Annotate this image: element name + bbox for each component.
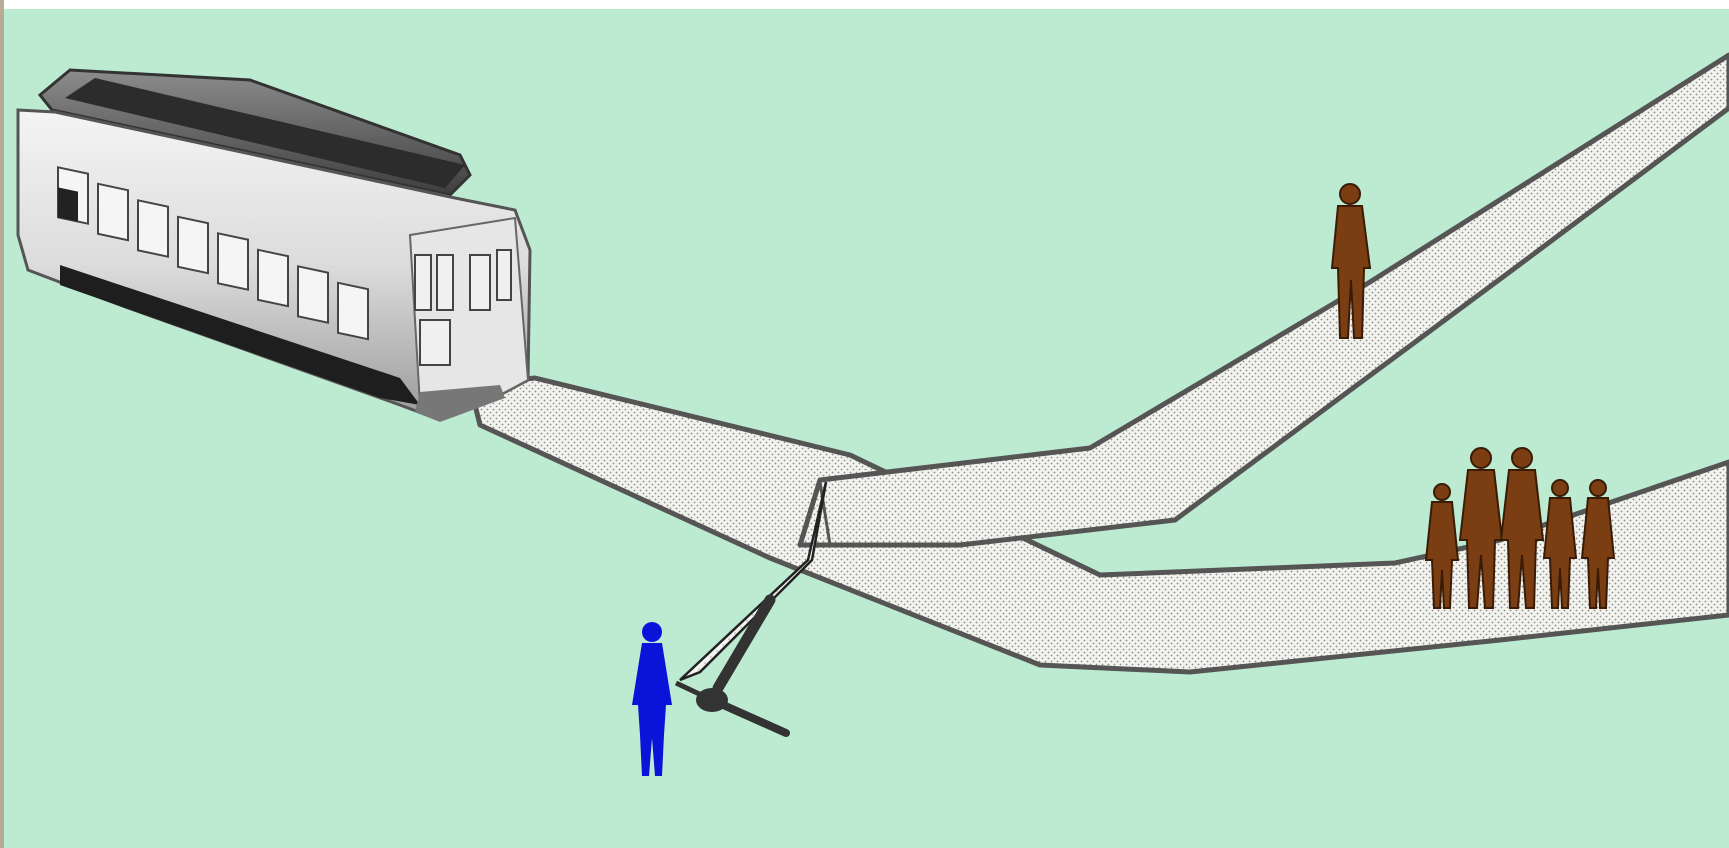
trolley-undercarriage <box>60 265 420 405</box>
group-person-4 <box>1542 479 1578 609</box>
group-person-3 <box>1499 447 1545 609</box>
person-at-lever <box>632 622 672 776</box>
trolley-windows <box>57 166 369 341</box>
frame-top <box>0 0 1729 9</box>
group-of-five-people <box>1424 447 1616 609</box>
switch-rod <box>679 481 828 682</box>
single-person <box>1330 183 1372 339</box>
group-person-5 <box>1580 479 1616 609</box>
side-track <box>797 52 1729 548</box>
trolley-car <box>16 68 532 422</box>
frame-left <box>0 0 4 848</box>
group-person-1 <box>1424 483 1460 609</box>
switch-lever[interactable] <box>674 594 790 737</box>
group-person-2 <box>1458 447 1504 609</box>
trolley-front-windows <box>414 249 512 366</box>
track-switch[interactable] <box>818 481 832 546</box>
